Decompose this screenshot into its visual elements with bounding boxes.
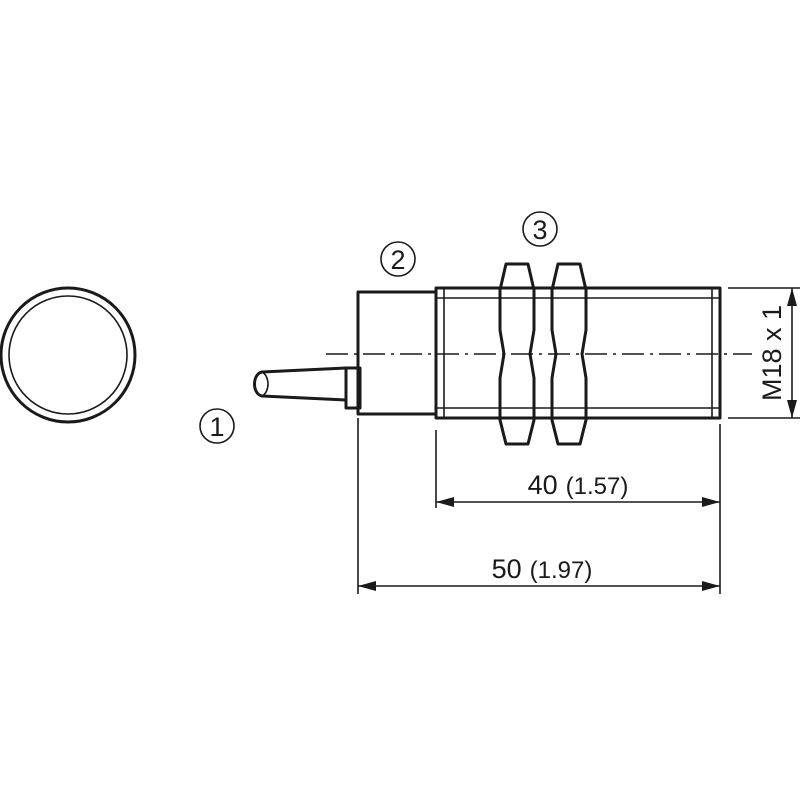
mounting-nut-1 [498,262,536,446]
dimension-50-label: 50 (1.97) [492,554,593,584]
callout-1-label: 1 [209,412,224,442]
arrowhead-50-right [702,581,720,591]
cable-jacket [253,366,348,402]
callout-1-circle [199,408,235,444]
front-view [0,286,137,424]
dimension-thread: M18 x 1 [757,288,797,418]
callout-3: 3 [522,211,558,247]
front-view-inner-circle [8,295,128,415]
callout-2-label: 2 [390,245,405,275]
dimension-40-value: 40 [528,470,558,500]
dimension-thread-label: M18 x 1 [757,305,787,401]
callout-1: 1 [199,408,235,444]
arrowhead-thread-bottom [787,400,797,418]
dimension-50-value: 50 [492,554,522,584]
dimension-40-imperial: (1.57) [566,473,629,500]
arrowhead-thread-top [787,288,797,306]
mounting-nut-2 [550,262,588,446]
callout-2: 2 [380,241,416,277]
threaded-body-outline [434,286,722,420]
cable-strain-relief [344,366,362,410]
callout-3-label: 3 [532,215,547,245]
dimension-50: 50 (1.97) [358,554,720,591]
front-view-outer-circle [0,286,137,424]
cable-cut-end [261,371,269,397]
dimension-40: 40 (1.57) [436,470,720,507]
housing-cap [356,290,438,416]
callout-2-circle [380,241,416,277]
dimension-40-label: 40 (1.57) [528,470,629,500]
arrowhead-40-right [702,497,720,507]
threaded-body [434,286,722,420]
cable [253,366,362,410]
callout-3-circle [522,211,558,247]
mounting-nuts [498,262,588,446]
extension-lines [357,287,800,594]
arrowhead-40-left [436,497,454,507]
arrowhead-50-left [358,581,376,591]
dimension-50-imperial: (1.97) [530,557,593,584]
